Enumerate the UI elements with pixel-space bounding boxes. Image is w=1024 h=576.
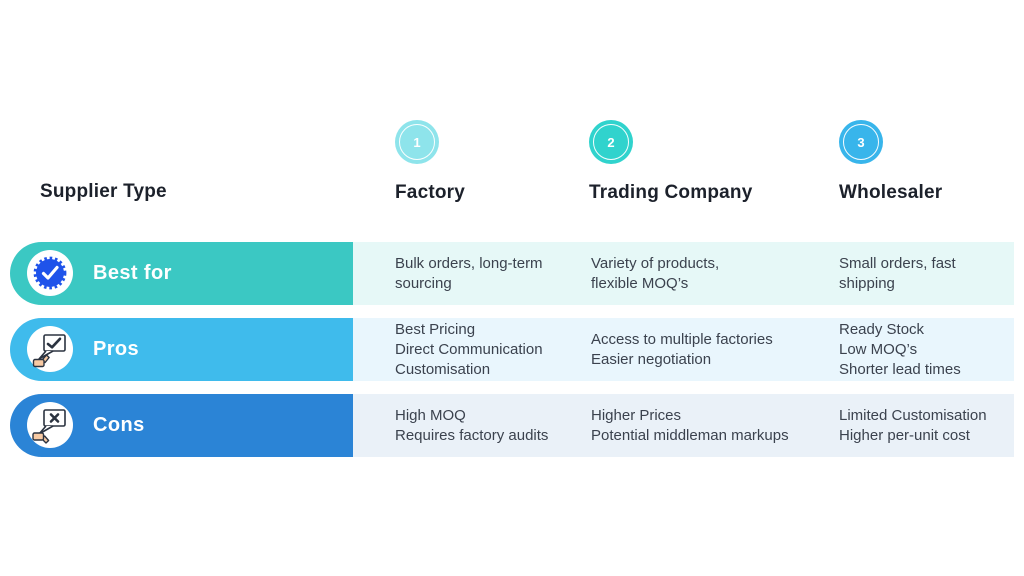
column-header-wholesaler: 3 Wholesaler <box>839 120 1024 204</box>
row-band: Bulk orders, long-term sourcing Variety … <box>353 242 1014 305</box>
column-number: 2 <box>607 134 615 150</box>
row-band: Best Pricing Direct Communication Custom… <box>353 318 1014 381</box>
column-number: 1 <box>413 134 421 150</box>
cell-wholesaler-best-for: Small orders, fast shipping <box>839 254 956 292</box>
cell-factory-pros: Best Pricing Direct Communication Custom… <box>395 320 543 378</box>
cell-wholesaler-pros: Ready Stock Low MOQ’s Shorter lead times <box>839 320 961 378</box>
cell-trading-pros: Access to multiple factories Easier nego… <box>591 330 773 368</box>
column-title: Wholesaler <box>839 182 943 203</box>
column-number: 3 <box>857 134 865 150</box>
verified-badge-icon <box>27 250 73 296</box>
table-row-pros: Best Pricing Direct Communication Custom… <box>0 318 1024 381</box>
cell-factory-cons: High MOQ Requires factory audits <box>395 406 549 444</box>
badge-ring <box>593 124 629 160</box>
table-row-cons: High MOQ Requires factory audits Higher … <box>0 394 1024 457</box>
supplier-type-header: Supplier Type <box>40 181 167 202</box>
badge-ring <box>843 124 879 160</box>
row-label-pill: Cons <box>10 394 353 457</box>
column-header-trading-company: 2 Trading Company <box>589 120 819 204</box>
column-number-badge-1: 1 <box>395 120 439 164</box>
cell-trading-cons: Higher Prices Potential middleman markup… <box>591 406 789 444</box>
column-number-badge-3: 3 <box>839 120 883 164</box>
column-title: Trading Company <box>589 182 753 203</box>
cell-factory-best-for: Bulk orders, long-term sourcing <box>395 254 543 292</box>
thumbs-up-message-icon <box>27 326 73 372</box>
row-label: Pros <box>93 338 140 360</box>
cell-trading-best-for: Variety of products, flexible MOQ’s <box>591 254 720 292</box>
table-row-best-for: Bulk orders, long-term sourcing Variety … <box>0 242 1024 305</box>
thumbs-down-message-icon <box>27 402 73 448</box>
column-title: Factory <box>395 182 466 203</box>
column-number-badge-2: 2 <box>589 120 633 164</box>
row-label-pill: Best for <box>10 242 353 305</box>
row-label: Cons <box>93 414 145 436</box>
row-label: Best for <box>93 262 172 284</box>
row-band: High MOQ Requires factory audits Higher … <box>353 394 1014 457</box>
badge-ring <box>399 124 435 160</box>
cell-wholesaler-cons: Limited Customisation Higher per-unit co… <box>839 406 987 444</box>
column-header-factory: 1 Factory <box>395 120 625 204</box>
row-label-pill: Pros <box>10 318 353 381</box>
